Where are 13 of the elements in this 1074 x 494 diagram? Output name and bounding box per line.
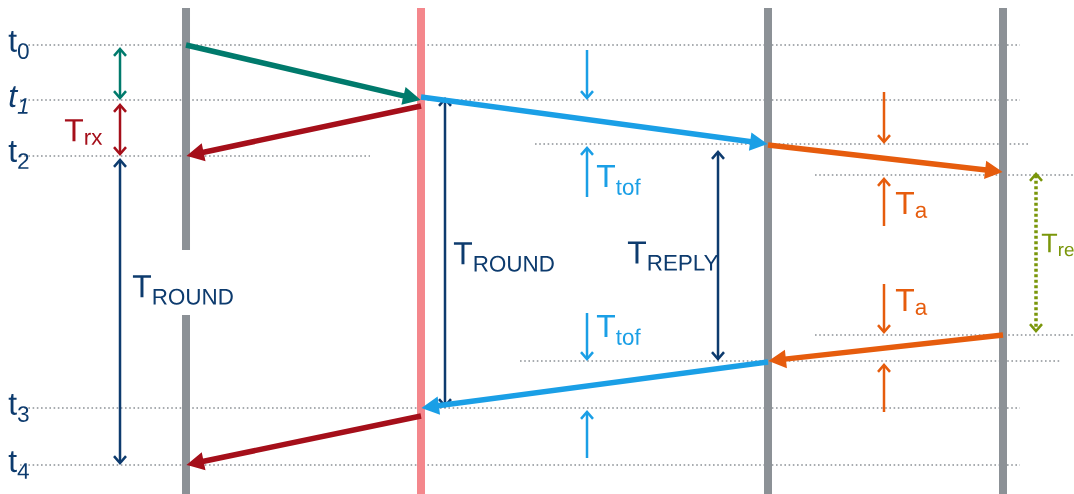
lifeline-bar (417, 8, 425, 494)
time-label: T$_{ROUND}$ (132, 275, 233, 305)
time-label: t$_{0}$ (8, 31, 29, 59)
time-label: T$_{a}$ (895, 289, 928, 315)
lifeline-bar (999, 8, 1007, 494)
time-label: t$_{3}$ (8, 394, 29, 422)
time-label: t$_{4}$ (8, 451, 29, 479)
time-label: t$_{1}$ (9, 86, 28, 114)
time-label: t$_{2}$ (8, 141, 29, 169)
time-label: T$_{tof}$ (596, 165, 641, 195)
time-label: T$_{a}$ (895, 192, 928, 218)
lifeline-bar (764, 8, 772, 494)
time-label: T$_{tof}$ (596, 315, 641, 345)
